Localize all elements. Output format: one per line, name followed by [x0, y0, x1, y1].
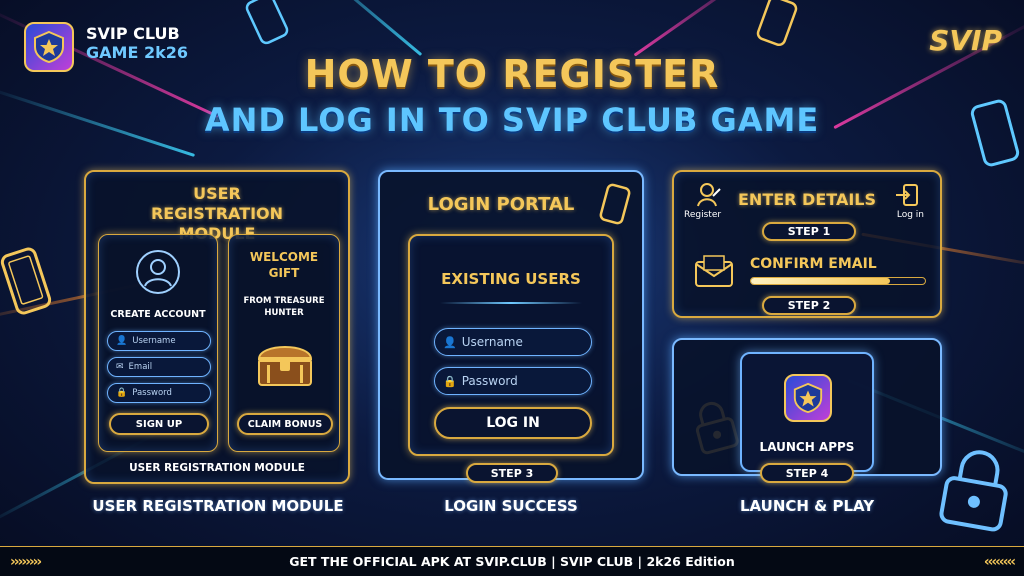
launch-apps-label[interactable]: LAUNCH APPS — [759, 440, 855, 454]
app-icon[interactable] — [784, 374, 832, 422]
login-label: Log in — [896, 210, 924, 220]
headline-line-1: HOW TO REGISTER — [304, 52, 720, 96]
gift-title: WELCOME GIFT — [249, 250, 319, 280]
envelope-icon — [694, 254, 734, 288]
claim-bonus-button[interactable]: CLAIM BONUS — [237, 413, 333, 435]
login-button[interactable]: LOG IN — [434, 407, 592, 439]
footer-text: GET THE OFFICIAL APK AT SVIP.CLUB | SVIP… — [289, 554, 735, 569]
mail-icon: ✉ — [116, 362, 124, 372]
padlock-icon — [933, 442, 1018, 537]
shield-star-icon — [793, 382, 823, 414]
user-icon: 👤 — [116, 336, 128, 346]
headline-line-2: AND LOG IN TO SVIP CLUB GAME — [204, 101, 820, 139]
register-label: Register — [684, 210, 722, 220]
phone-icon — [0, 243, 55, 318]
step-3-badge: STEP 3 — [466, 463, 558, 483]
sign-up-button[interactable]: SIGN UP — [109, 413, 209, 435]
corner-logo: SVIP — [929, 24, 1002, 57]
user-icon: 👤 — [443, 335, 457, 349]
registration-username-input[interactable]: 👤 Username — [107, 331, 211, 351]
email-placeholder: Email — [128, 362, 153, 372]
lock-icon: 🔒 — [116, 388, 128, 398]
launch-phone-screen: LAUNCH APPS — [740, 352, 874, 472]
brand-logo — [24, 22, 74, 72]
existing-users-title: EXISTING USERS — [441, 270, 581, 288]
user-avatar-icon — [135, 249, 181, 295]
existing-users-card: EXISTING USERS 👤 Username 🔒 Password LOG… — [408, 234, 614, 456]
brand-title: SVIP CLUB GAME 2k26 — [86, 24, 188, 62]
phone-icon — [967, 96, 1023, 170]
confirm-progress-track — [750, 277, 926, 285]
login-username-input[interactable]: 👤 Username — [434, 328, 592, 356]
registration-email-input[interactable]: ✉ Email — [107, 357, 211, 377]
password-placeholder: Password — [461, 374, 518, 388]
gift-from-label: FROM TREASURE HUNTER — [243, 296, 325, 318]
registration-footer: USER REGISTRATION MODULE — [129, 462, 305, 474]
lock-icon: 🔒 — [443, 374, 457, 388]
password-placeholder: Password — [132, 388, 172, 398]
phone-icon — [597, 181, 632, 226]
username-placeholder: Username — [461, 335, 523, 349]
login-password-input[interactable]: 🔒 Password — [434, 367, 592, 395]
login-arrow-icon — [894, 182, 920, 208]
login-portal-title: LOGIN PORTAL — [427, 194, 575, 215]
login-caption: LOGIN SUCCESS — [444, 497, 578, 515]
phone-icon — [752, 0, 801, 50]
phone-icon — [241, 0, 293, 49]
brand-line-2: GAME 2k26 — [86, 43, 188, 62]
registration-caption: USER REGISTRATION MODULE — [92, 497, 344, 515]
username-placeholder: Username — [132, 336, 176, 346]
footer-bar: ›››››››› GET THE OFFICIAL APK AT SVIP.CL… — [0, 546, 1024, 576]
step-1-badge: STEP 1 — [762, 222, 856, 241]
confirm-progress-fill — [751, 278, 891, 284]
chevrons-left-icon: ›››››››› — [10, 553, 42, 570]
treasure-chest-icon — [253, 335, 317, 389]
confirm-email-title: CONFIRM EMAIL — [750, 256, 877, 272]
register-user-icon — [696, 182, 722, 208]
create-account-label: CREATE ACCOUNT — [110, 309, 206, 320]
launch-caption: LAUNCH & PLAY — [739, 497, 875, 515]
registration-panel: USER REGISTRATION MODULE CREATE ACCOUNT … — [84, 170, 350, 484]
divider-glow — [440, 302, 582, 304]
brand-line-1: SVIP CLUB — [86, 24, 180, 43]
step-4-badge: STEP 4 — [760, 463, 854, 483]
enter-details-title: ENTER DETAILS — [738, 190, 876, 209]
chevrons-right-icon: ‹‹‹‹‹‹‹‹ — [983, 553, 1016, 570]
shield-star-icon — [34, 30, 64, 64]
enter-details-panel: Register ENTER DETAILS Log in STEP 1 CON… — [672, 170, 942, 318]
step-2-badge: STEP 2 — [762, 296, 856, 315]
registration-password-input[interactable]: 🔒 Password — [107, 383, 211, 403]
welcome-gift-card: WELCOME GIFT FROM TREASURE HUNTER CLAIM … — [228, 234, 340, 452]
create-account-card: CREATE ACCOUNT 👤 Username ✉ Email 🔒 Pass… — [98, 234, 218, 452]
